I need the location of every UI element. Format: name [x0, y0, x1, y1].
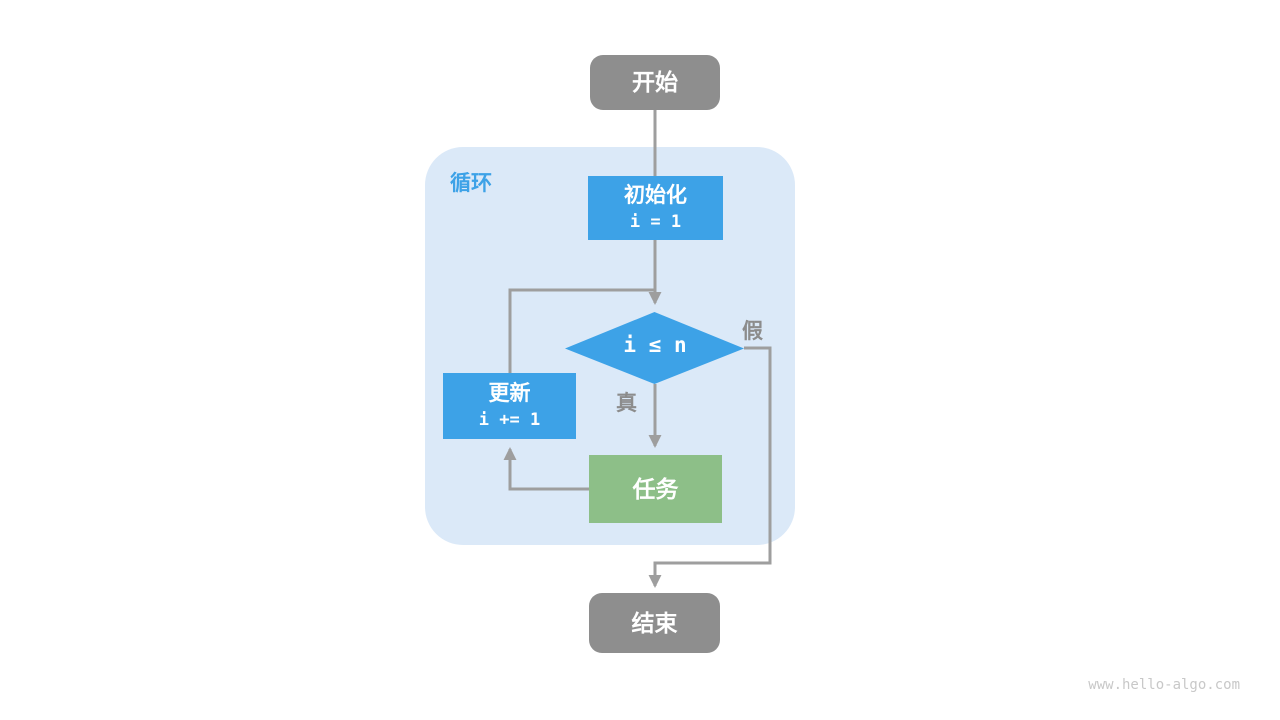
branch-label-false: 假	[742, 320, 763, 343]
node-update-label: 更新	[488, 382, 531, 406]
node-task: 任务	[589, 455, 722, 523]
condition-diamond	[565, 312, 744, 384]
branch-label-true: 真	[616, 392, 637, 415]
watermark-url: www.hello-algo.com	[1088, 677, 1240, 693]
node-task-label: 任务	[632, 475, 679, 502]
node-update-code: i += 1	[478, 409, 541, 430]
node-init-code: i = 1	[629, 211, 682, 232]
node-init-label: 初始化	[624, 184, 687, 208]
edge-condition-to-end	[648, 346, 772, 588]
node-end-label: 结束	[631, 609, 678, 636]
edge-task-to-update	[503, 447, 589, 491]
loop-container-label: 循环	[450, 172, 492, 195]
condition-label: i ≤ n	[623, 333, 687, 357]
node-init: 初始化 i = 1	[588, 176, 723, 240]
edge-update-to-junction	[508, 288, 655, 373]
node-update: 更新 i += 1	[443, 373, 576, 439]
node-end: 结束	[589, 593, 720, 653]
node-start: 开始	[590, 55, 720, 110]
node-start-label: 开始	[632, 69, 678, 96]
